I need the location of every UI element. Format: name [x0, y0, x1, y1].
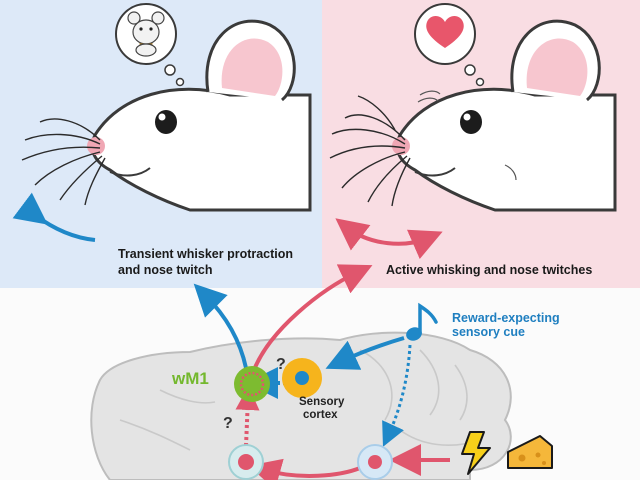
- left-mouse-head: [12, 19, 312, 242]
- sensory-cortex-node: [282, 358, 322, 398]
- pathway-arrows: [193, 264, 450, 480]
- right-mouse-head: [329, 19, 617, 260]
- lower-right-node: [357, 444, 393, 480]
- motion-lines: [417, 90, 517, 181]
- sensory-label-line2: cortex: [303, 409, 338, 421]
- brain-outline: [90, 331, 512, 480]
- cue-label: Reward-expecting sensory cue: [452, 311, 602, 339]
- music-note-icon: [406, 302, 438, 341]
- mouse-eating-cheese-icon: [127, 11, 165, 57]
- cue-label-line2: sensory cue: [452, 325, 525, 339]
- wm1-label: wM1: [172, 369, 209, 388]
- question-mark-lower: ?: [223, 415, 233, 432]
- right-whiskers: [329, 95, 411, 207]
- heart-icon: [426, 16, 464, 48]
- question-mark-sensory: ?: [276, 356, 286, 373]
- cue-label-line1: Reward-expecting: [452, 311, 560, 325]
- right-panel-caption: Active whisking and nose twitches: [386, 263, 593, 277]
- left-panel-caption: Transient whisker protraction and nose t…: [118, 246, 318, 278]
- left-whiskers: [21, 118, 106, 206]
- left-caption-line1: Transient whisker protraction: [118, 247, 294, 261]
- left-caption-line2: and nose twitch: [118, 263, 213, 277]
- cheese-icon: [507, 435, 553, 469]
- sensory-cortex-label: Sensory cortex: [299, 396, 369, 422]
- wm1-node: [234, 366, 270, 402]
- lower-left-node: [228, 444, 264, 480]
- sensory-label-line1: Sensory: [299, 396, 345, 408]
- lightning-bolt-icon: [461, 431, 491, 475]
